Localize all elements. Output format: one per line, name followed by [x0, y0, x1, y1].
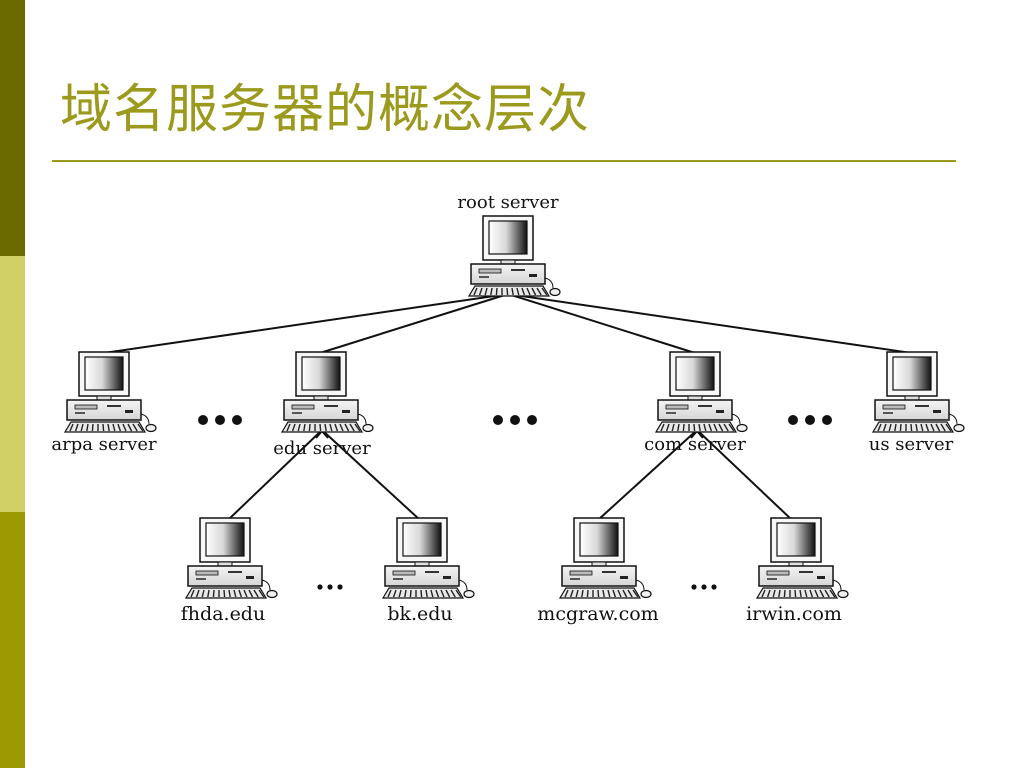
edge-root-com	[507, 293, 696, 354]
node-root: root server	[457, 192, 561, 297]
node-mcgraw: mcgraw.com	[537, 517, 659, 625]
slide-title: 域名服务器的概念层次	[60, 80, 591, 140]
desktop-computer-icon	[381, 517, 475, 599]
node-edu: edu server	[273, 351, 374, 459]
node-label-com: com server	[644, 434, 746, 455]
node-arpa: arpa server	[51, 351, 157, 455]
desktop-computer-icon	[654, 351, 748, 433]
ellipsis-between-mcgraw-irwin	[691, 584, 717, 590]
node-us: us server	[869, 351, 965, 455]
node-label-edu: edu server	[273, 438, 371, 459]
sidebar-segment-bottom	[0, 512, 25, 768]
edge-com-mcgraw	[597, 429, 698, 521]
edge-edu-fhda	[227, 429, 323, 521]
node-irwin: irwin.com	[746, 517, 849, 625]
desktop-computer-icon	[280, 351, 374, 433]
server-nodes: root server arpa server edu server com serv…	[51, 192, 965, 625]
edge-root-arpa	[103, 293, 509, 354]
node-bk: bk.edu	[381, 517, 475, 625]
desktop-computer-icon	[755, 517, 849, 599]
node-label-mcgraw: mcgraw.com	[537, 603, 658, 625]
desktop-computer-icon	[184, 517, 278, 599]
node-com: com server	[644, 351, 748, 455]
desktop-computer-icon	[467, 215, 561, 297]
connection-lines	[103, 293, 912, 521]
node-label-us: us server	[869, 434, 954, 455]
ellipsis-markers	[198, 415, 832, 590]
node-label-arpa: arpa server	[51, 434, 157, 455]
node-label-bk: bk.edu	[387, 603, 452, 625]
title-underline	[52, 160, 956, 162]
ellipsis-between-edu-com	[493, 415, 537, 425]
node-label-irwin: irwin.com	[746, 603, 842, 625]
ellipsis-between-fhda-bk	[317, 584, 343, 590]
edge-edu-bk	[321, 429, 421, 521]
node-label-fhda: fhda.edu	[181, 603, 265, 625]
ellipsis-between-com-us	[788, 415, 832, 425]
node-label-root: root server	[457, 192, 559, 213]
edge-root-us	[507, 293, 912, 354]
edge-root-edu	[319, 293, 509, 354]
ellipsis-between-arpa-edu	[198, 415, 242, 425]
node-fhda: fhda.edu	[181, 517, 278, 625]
desktop-computer-icon	[63, 351, 157, 433]
sidebar-segment-middle	[0, 256, 25, 512]
desktop-computer-icon	[871, 351, 965, 433]
sidebar-segment-top	[0, 0, 25, 256]
desktop-computer-icon	[558, 517, 652, 599]
edge-com-irwin	[696, 429, 793, 521]
sidebar-accent-bar	[0, 0, 25, 768]
